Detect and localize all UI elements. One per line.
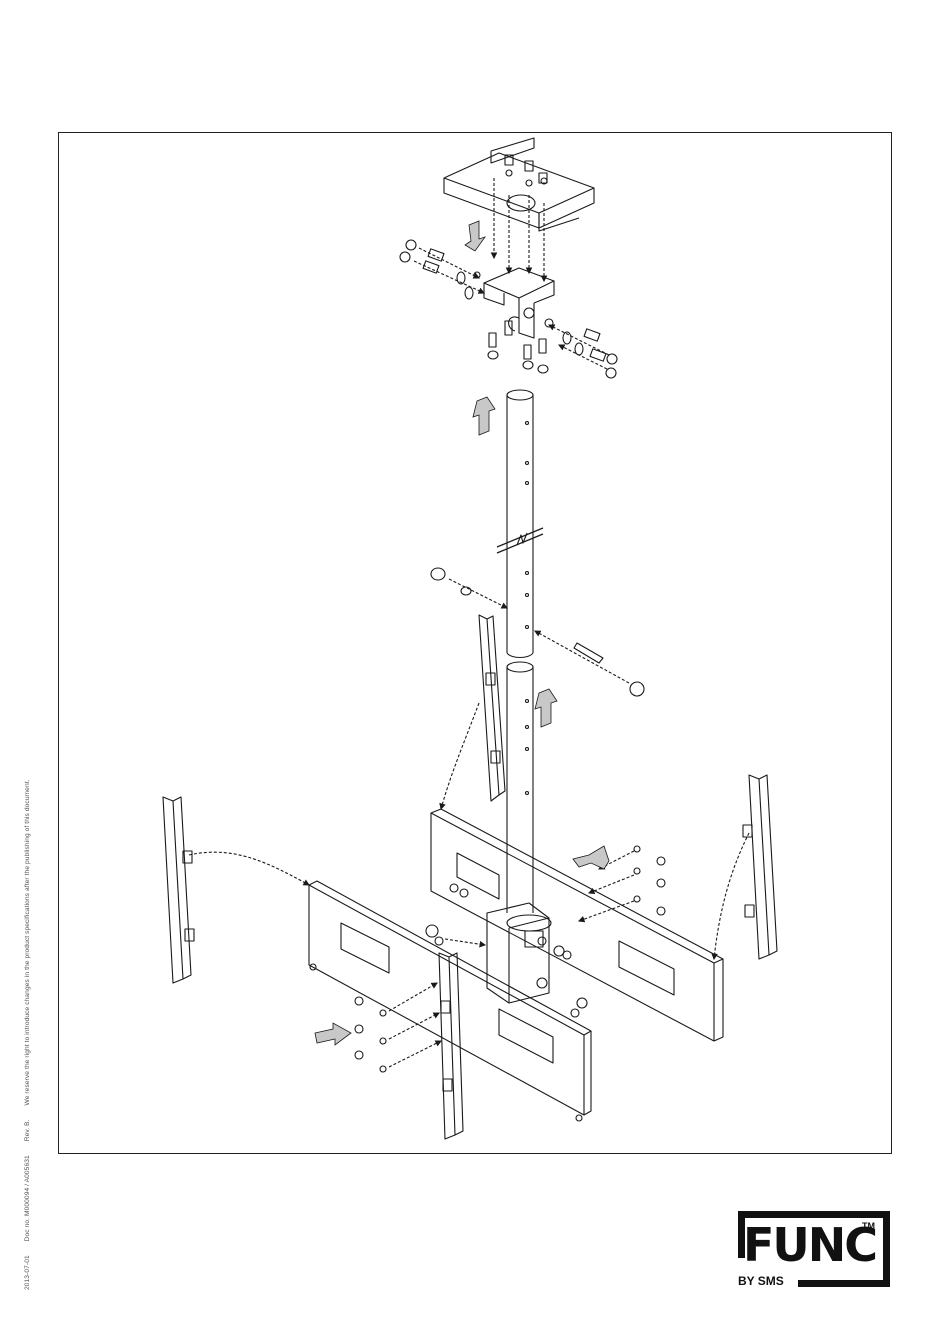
bracket-bottom-fasteners (488, 321, 548, 373)
drawing-frame (58, 132, 892, 1154)
logo-byline: BY SMS (738, 1274, 784, 1288)
ceiling-plate (444, 138, 594, 231)
guide-lines-top (494, 178, 544, 281)
document-footer-note: 2013-07-01 Doc no. M000094 / A005631 Rev… (24, 767, 31, 1290)
assembly-direction-arrow-icon (465, 221, 485, 251)
logo-trademark: TM (862, 1221, 875, 1231)
screw-icon (505, 155, 547, 183)
vertical-rail-left (163, 797, 194, 983)
exploded-assembly-drawing (59, 133, 893, 1155)
vertical-rail-front (439, 953, 463, 1139)
rear-mounting-plate (431, 809, 723, 1041)
pipe-connector-fasteners (431, 568, 644, 696)
rail-guides (189, 703, 749, 959)
document-date: 2013-07-01 (24, 1255, 31, 1290)
vertical-rail-right (743, 775, 777, 959)
upper-pipe (497, 390, 543, 658)
document-number: Doc no. M000094 / A005631 (24, 1155, 31, 1241)
document-disclaimer: We reserve the right to introduce change… (24, 779, 31, 1105)
assembly-direction-arrow-icon (573, 846, 609, 869)
vertical-rail-upper (479, 615, 505, 801)
logo-wordmark: FUNC (743, 1222, 876, 1268)
assembly-direction-arrow-icon (535, 689, 557, 727)
assembly-direction-arrow-icon (473, 397, 495, 435)
lower-pipe (507, 662, 533, 913)
central-clamp (487, 903, 571, 1003)
document-revision: Rev. B. (24, 1119, 31, 1141)
assembly-direction-arrow-icon (315, 1023, 351, 1045)
screw-icon (355, 983, 441, 1072)
bracket-right-fasteners (545, 319, 617, 378)
func-logo: FUNC TM BY SMS (738, 1211, 890, 1287)
